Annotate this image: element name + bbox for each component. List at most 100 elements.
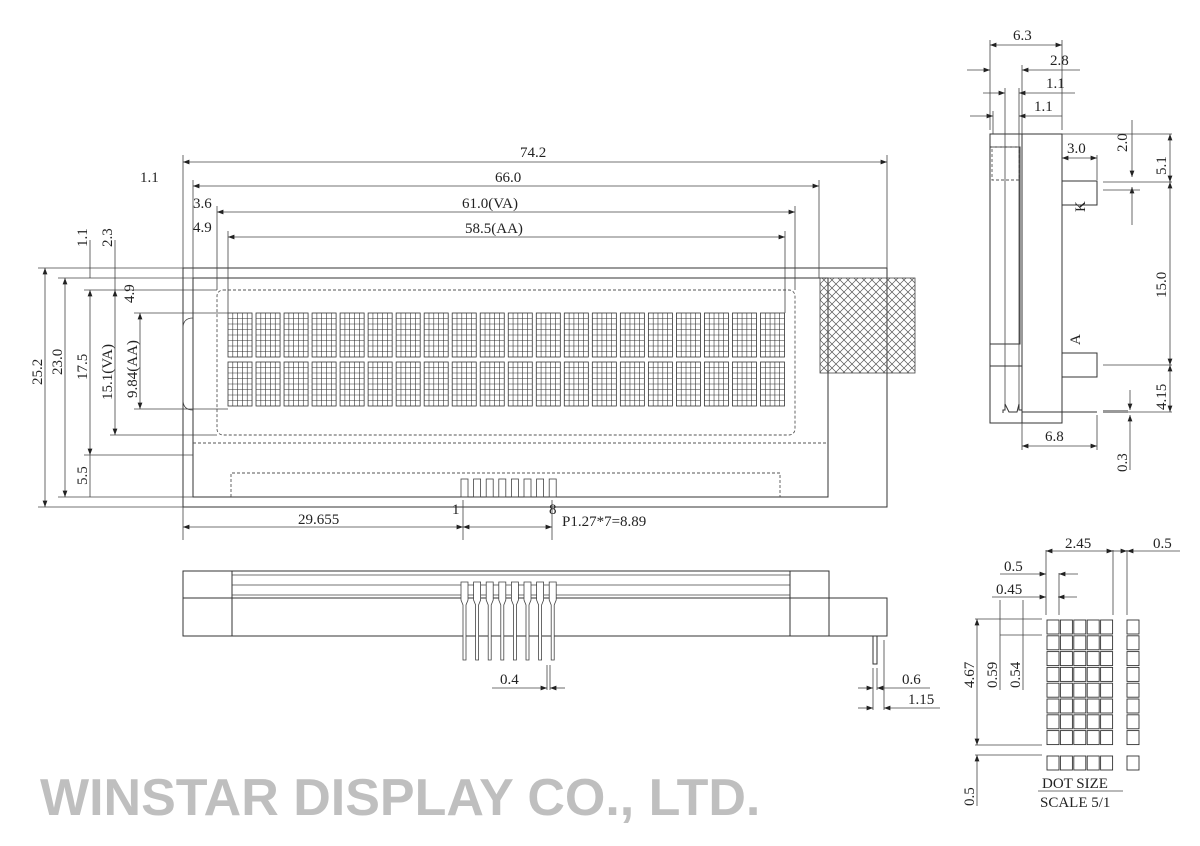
right-side-view: K A: [967, 28, 1173, 472]
dot-size-detail: 2.45 0.5 0.5 0.45 4.67 0.59 0.54 0.5 DOT…: [962, 536, 1180, 811]
dim-bezel-width: 66.0: [495, 170, 521, 186]
pin-pad: [460, 478, 469, 498]
dot: [1100, 635, 1114, 651]
dot: [1059, 698, 1073, 714]
dim-pin-pitch: P1.27*7=8.89: [562, 514, 646, 530]
dot: [1073, 666, 1087, 682]
dim-char-gap: 0.5: [1153, 536, 1172, 552]
dot: [1100, 698, 1114, 714]
character-cell: [395, 361, 421, 407]
dim-15-0: 15.0: [1154, 272, 1170, 298]
dim-aa-offset: 4.9: [193, 220, 212, 236]
pin-pad: [523, 478, 532, 498]
character-cell: [451, 361, 477, 407]
character-cell: [339, 361, 365, 407]
character-cell: [704, 361, 729, 407]
dot: [1059, 619, 1073, 635]
dot: [1100, 682, 1114, 698]
character-cell: [563, 361, 589, 407]
dot: [1100, 730, 1114, 746]
dim-6-8: 6.8: [1045, 429, 1064, 445]
pin-pad: [536, 478, 544, 498]
dim-overall-width: 74.2: [520, 145, 546, 161]
dot: [1100, 714, 1114, 730]
dim-1-1a: 1.1: [1046, 76, 1065, 92]
cursor-dot: [1059, 755, 1073, 771]
viewing-area: [216, 289, 796, 436]
character-cell: [563, 312, 589, 358]
character-cell: [479, 312, 505, 358]
side-view: 0.4 0.6 1.15: [182, 570, 940, 711]
dot: [1046, 651, 1060, 667]
dot: [1073, 651, 1087, 667]
dim-dot-pitch-x: 0.5: [1004, 559, 1023, 575]
dot: [1086, 635, 1100, 651]
dot: [1059, 651, 1073, 667]
dim-aa-height: 9.84(AA): [125, 340, 141, 398]
character-cell: [311, 361, 337, 407]
dot-grid: [1046, 619, 1140, 771]
character-matrix: [227, 312, 785, 407]
next-char-dot: [1126, 651, 1140, 667]
bezel-outline: [192, 277, 829, 498]
character-cell: [283, 312, 309, 358]
character-cell: [283, 361, 309, 407]
dot: [1059, 730, 1073, 746]
character-cell: [647, 312, 673, 358]
dim-top-aa: 4.9: [122, 284, 138, 303]
pin-pads: [460, 478, 557, 498]
character-cell: [647, 361, 673, 407]
character-cell: [591, 361, 617, 407]
dim-2-8: 2.8: [1050, 53, 1069, 69]
character-cell: [423, 361, 449, 407]
dot: [1073, 619, 1087, 635]
character-cell: [507, 361, 533, 407]
next-char-dot: [1126, 666, 1140, 682]
character-cell: [451, 312, 477, 358]
header-pin: [460, 581, 469, 661]
dim-4-15: 4.15: [1154, 384, 1170, 410]
dot: [1086, 682, 1100, 698]
character-cell: [619, 361, 645, 407]
dim-2-0: 2.0: [1115, 133, 1131, 152]
pin-8-label: 8: [549, 502, 557, 518]
dim-6-3: 6.3: [1013, 28, 1032, 44]
next-char-dot: [1126, 730, 1140, 746]
cathode-label: K: [1073, 201, 1089, 212]
pin-pad: [498, 478, 507, 498]
character-cell: [591, 312, 617, 358]
header-pin: [485, 581, 494, 661]
header-pin: [498, 581, 507, 661]
header-pins: [460, 581, 557, 661]
pin-pad: [510, 478, 519, 498]
dim-top-1-1: 1.1: [75, 228, 91, 247]
dim-cursor-gap: 0.5: [962, 787, 978, 806]
dot: [1046, 635, 1060, 651]
character-cell: [255, 312, 281, 358]
front-view: 74.2 1.1 66.0 3.6 61.0(VA) 4.9 58.5(AA) …: [30, 145, 916, 540]
next-char-dot: [1126, 682, 1140, 698]
character-cell: [311, 312, 337, 358]
dim-bottom-5-5: 5.5: [75, 466, 91, 485]
anode-label: A: [1068, 334, 1084, 345]
next-char-dot: [1126, 714, 1140, 730]
dot: [1086, 619, 1100, 635]
dot: [1073, 635, 1087, 651]
dot: [1100, 666, 1114, 682]
dot: [1073, 714, 1087, 730]
watermark-logo: WINSTAR DISPLAY CO., LTD.: [40, 769, 760, 827]
header-pin: [511, 581, 519, 661]
character-cell: [227, 312, 253, 358]
character-cell: [227, 361, 253, 407]
cursor-dot: [1100, 755, 1114, 771]
dim-3-0: 3.0: [1067, 141, 1086, 157]
dot: [1046, 619, 1060, 635]
next-char-dot: [1126, 698, 1140, 714]
header-pin: [473, 581, 481, 661]
dot: [1046, 698, 1060, 714]
character-cell: [367, 361, 393, 407]
dim-led-pin-width: 0.6: [902, 672, 921, 688]
dim-char-height: 4.67: [962, 661, 978, 688]
dot: [1100, 619, 1114, 635]
led-pin: [872, 635, 878, 665]
